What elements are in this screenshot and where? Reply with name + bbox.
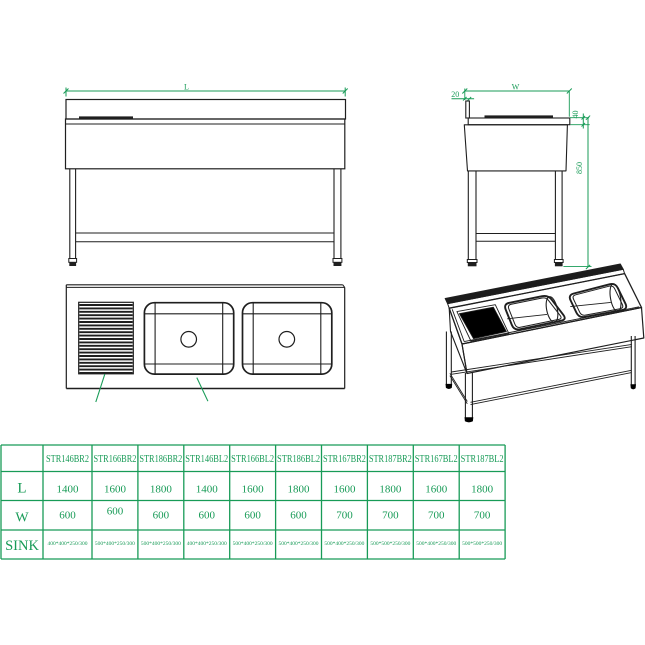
svg-text:500*500*250/300: 500*500*250/300 bbox=[462, 541, 502, 547]
svg-text:STR167BL2: STR167BL2 bbox=[415, 454, 458, 465]
svg-text:700: 700 bbox=[336, 510, 353, 522]
svg-text:850: 850 bbox=[575, 162, 584, 174]
svg-text:400*400*250/300: 400*400*250/300 bbox=[48, 541, 88, 547]
svg-text:700: 700 bbox=[474, 510, 491, 522]
svg-text:600: 600 bbox=[153, 510, 170, 522]
svg-text:1800: 1800 bbox=[379, 484, 402, 496]
svg-text:1600: 1600 bbox=[425, 484, 448, 496]
svg-text:600: 600 bbox=[244, 510, 261, 522]
svg-text:600: 600 bbox=[199, 510, 216, 522]
svg-text:STR187BL2: STR187BL2 bbox=[461, 454, 504, 465]
svg-text:500*400*250/300: 500*400*250/300 bbox=[416, 541, 456, 547]
svg-text:20: 20 bbox=[451, 90, 459, 99]
svg-text:STR167BR2: STR167BR2 bbox=[323, 454, 366, 465]
svg-text:L: L bbox=[184, 83, 189, 92]
svg-text:500*400*250/300: 500*400*250/300 bbox=[279, 541, 319, 547]
svg-text:STR186BR2: STR186BR2 bbox=[139, 454, 182, 465]
svg-text:STR166BR2: STR166BR2 bbox=[93, 454, 136, 465]
svg-text:1800: 1800 bbox=[150, 484, 173, 496]
svg-text:1600: 1600 bbox=[242, 484, 265, 496]
svg-text:STR146BR2: STR146BR2 bbox=[46, 454, 89, 465]
svg-text:1400: 1400 bbox=[196, 484, 219, 496]
svg-text:W: W bbox=[15, 511, 29, 526]
svg-text:STR187BR2: STR187BR2 bbox=[369, 454, 412, 465]
svg-text:500*400*250/300: 500*400*250/300 bbox=[233, 541, 273, 547]
svg-text:700: 700 bbox=[428, 510, 445, 522]
svg-text:SINK: SINK bbox=[5, 538, 39, 554]
svg-text:500*400*250/300: 500*400*250/300 bbox=[141, 541, 181, 547]
svg-text:40: 40 bbox=[571, 111, 580, 119]
svg-text:1400: 1400 bbox=[57, 484, 80, 496]
svg-text:400*400*250/300: 400*400*250/300 bbox=[187, 541, 227, 547]
svg-text:600: 600 bbox=[59, 510, 76, 522]
svg-text:1600: 1600 bbox=[333, 484, 356, 496]
svg-text:500*400*250/300: 500*400*250/300 bbox=[95, 541, 135, 547]
svg-text:500*500*250/300: 500*500*250/300 bbox=[370, 541, 410, 547]
svg-text:1800: 1800 bbox=[288, 484, 311, 496]
svg-text:600: 600 bbox=[290, 510, 307, 522]
svg-text:700: 700 bbox=[382, 510, 399, 522]
svg-text:STR186BL2: STR186BL2 bbox=[277, 454, 320, 465]
svg-text:L: L bbox=[17, 481, 26, 497]
svg-text:STR166BL2: STR166BL2 bbox=[231, 454, 274, 465]
svg-text:1600: 1600 bbox=[104, 484, 127, 496]
svg-text:1800: 1800 bbox=[471, 484, 494, 496]
svg-text:600: 600 bbox=[107, 506, 124, 518]
svg-text:500*400*250/300: 500*400*250/300 bbox=[324, 541, 364, 547]
svg-text:STR146BL2: STR146BL2 bbox=[185, 454, 228, 465]
svg-text:W: W bbox=[512, 82, 520, 91]
